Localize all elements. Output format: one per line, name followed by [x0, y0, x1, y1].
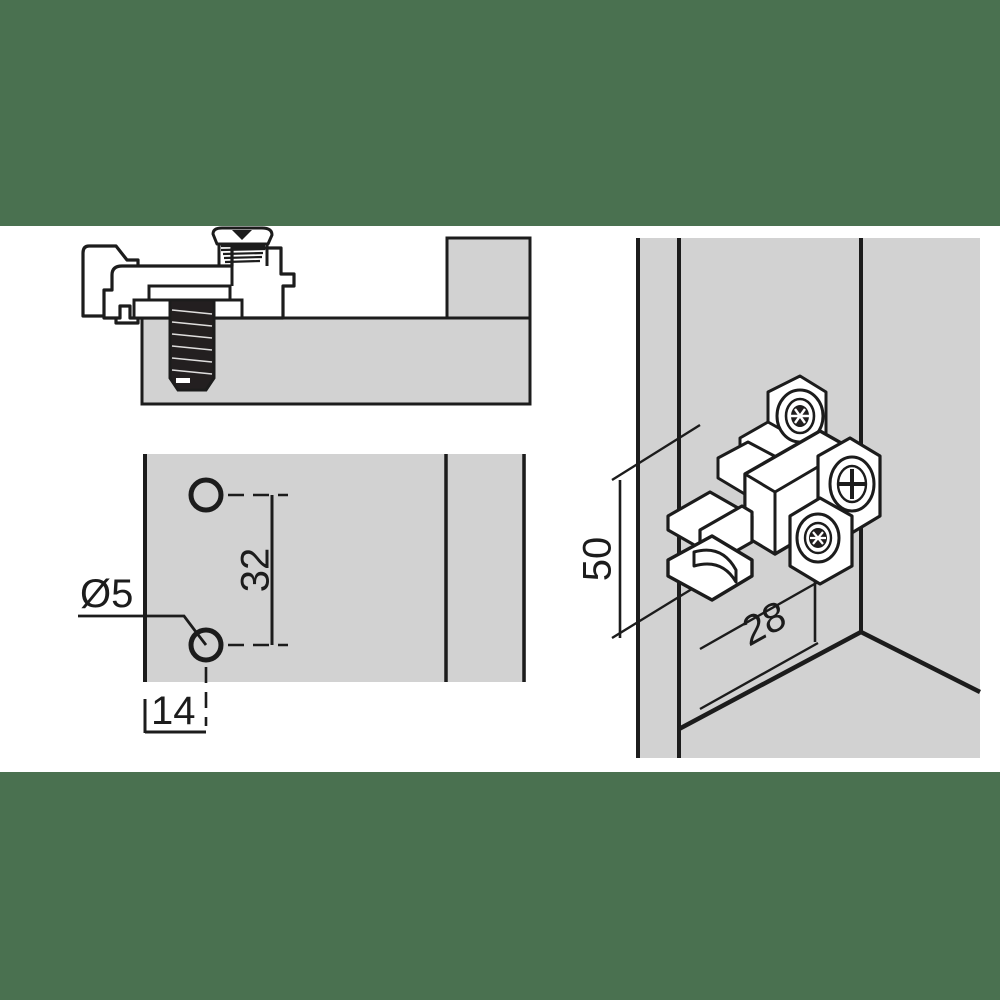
- dimension-32-label: 32: [234, 548, 278, 593]
- dimension-14: 14: [145, 689, 206, 733]
- dimension-diameter-5-label: Ø5: [80, 572, 133, 616]
- cam-screw-lower: [797, 514, 839, 562]
- cross-section-side-view: [83, 228, 530, 404]
- cabinet-side-panel: [447, 238, 530, 319]
- top-background-band: [0, 0, 1000, 226]
- drawing-canvas: 32 Ø5 14: [0, 226, 1000, 772]
- dimension-14-label: 14: [151, 689, 196, 733]
- isometric-cabinet-view: 50 28: [576, 238, 980, 758]
- adjustment-screw: [170, 300, 214, 390]
- technical-drawing-svg: 32 Ø5 14: [0, 226, 1000, 772]
- drilling-pattern-front-view: 32 Ø5 14: [78, 454, 526, 733]
- bottom-background-band: [0, 772, 1000, 1000]
- cross-head-adjustment-screw: [830, 457, 874, 511]
- dimension-50-label: 50: [576, 537, 620, 582]
